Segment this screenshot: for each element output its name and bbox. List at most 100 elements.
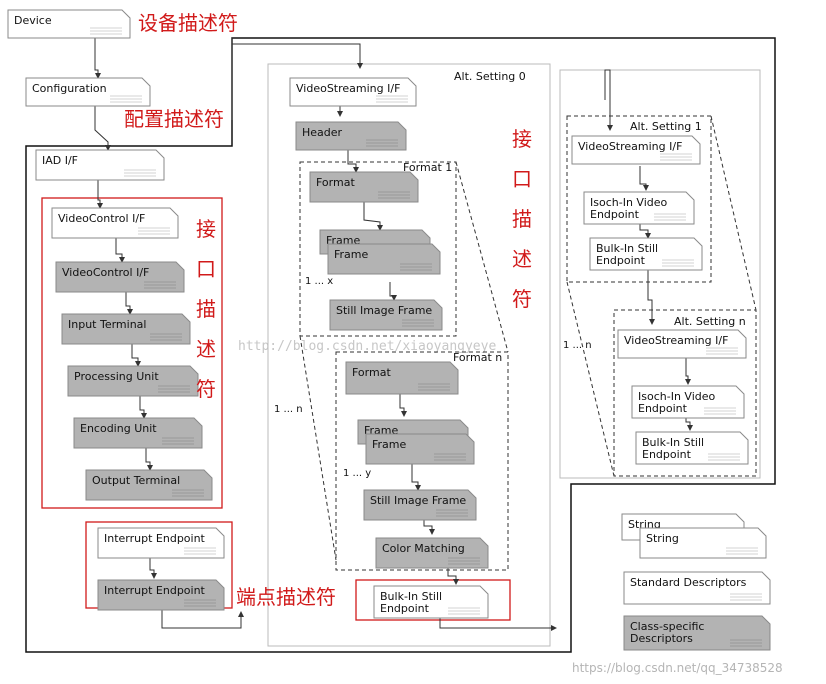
box-shape: [85, 469, 213, 501]
left-interface-char: 描: [196, 297, 216, 321]
alt-setting-1-label: Alt. Setting 1: [630, 120, 702, 133]
box-iad: IAD I/F: [35, 149, 165, 181]
alt-dash-link-right: [710, 115, 757, 311]
box-shape: [309, 171, 419, 203]
box-input-terminal: Input Terminal: [61, 313, 191, 345]
box-int-ep-std: Interrupt Endpoint: [97, 527, 225, 559]
box-label: VideoStreaming I/F: [578, 140, 682, 153]
box-label: Output Terminal: [92, 474, 180, 487]
box-label: VideoStreaming I/F: [624, 334, 728, 347]
box-label: Class-specific: [630, 620, 704, 633]
box-vs0-std: VideoStreaming I/F: [289, 77, 417, 107]
box-shape: [327, 243, 441, 275]
box-label: Isoch-In Video: [638, 390, 715, 403]
box-vc-std: VideoControl I/F: [51, 207, 179, 239]
box-label: Bulk-In Still: [596, 242, 658, 255]
box-shape: [373, 585, 489, 619]
box-shape: [55, 261, 185, 293]
box-label: Input Terminal: [68, 318, 146, 331]
box-label: Descriptors: [630, 632, 693, 645]
multiplicity-n-right: 1 ... n: [563, 340, 592, 351]
format-n-label: Format n: [453, 351, 502, 364]
box-label: VideoControl I/F: [62, 266, 149, 279]
left-interface-char: 符: [196, 377, 216, 401]
box-f1-frame-front: Frame: [327, 243, 441, 275]
box-legend-string-front: String: [639, 527, 767, 559]
connectors: [94, 36, 693, 631]
box-f1-format: Format: [309, 171, 419, 203]
watermark-corner: https://blog.csdn.net/qq_34738528: [572, 661, 783, 675]
mid-interface-char: 符: [512, 287, 532, 311]
box-label: Standard Descriptors: [630, 576, 747, 589]
box-vs1-std: VideoStreaming I/F: [571, 135, 701, 165]
box-shape: [639, 527, 767, 559]
box-fn-still: Still Image Frame: [363, 489, 477, 521]
box-fn-color: Color Matching: [375, 537, 489, 569]
alt-setting-0-label: Alt. Setting 0: [454, 70, 526, 83]
format-1-label: Format 1: [403, 161, 452, 174]
box-f1-still: Still Image Frame: [329, 299, 443, 331]
box-shape: [61, 313, 191, 345]
multiplicity-x: 1 ... x: [305, 276, 333, 287]
box-processing-unit: Processing Unit: [67, 365, 199, 397]
box-label: IAD I/F: [42, 154, 78, 167]
box-shape: [635, 431, 749, 465]
left-interface-char: 接: [196, 217, 216, 241]
box-label: VideoStreaming I/F: [296, 82, 400, 95]
box-shape: [365, 433, 475, 465]
alt-settings-right-outline: [559, 69, 761, 479]
box-label: Still Image Frame: [370, 494, 466, 507]
annotation-configuration-descriptor: 配置描述符: [124, 107, 224, 131]
box-shape: [583, 191, 695, 225]
box-encoding-unit: Encoding Unit: [73, 417, 203, 449]
box-legend-standard: Standard Descriptors: [623, 571, 771, 605]
box-shape: [363, 489, 477, 521]
box-label: Frame: [372, 438, 407, 451]
box-shape: [623, 615, 771, 651]
mid-interface-char: 描: [512, 207, 532, 231]
format-dash-link-right: [455, 161, 509, 353]
bulk-ep-red-box: [355, 579, 511, 621]
box-fn-frame-front: Frame: [365, 433, 475, 465]
mid-interface-char: 接: [512, 127, 532, 151]
box-shape: [623, 571, 771, 605]
box-label: Endpoint: [638, 402, 688, 415]
box-label: String: [646, 532, 679, 545]
box-vc-cs: VideoControl I/F: [55, 261, 185, 293]
alt-setting-1-outline: [566, 115, 712, 283]
box-device: Device: [7, 9, 131, 39]
box-label: Interrupt Endpoint: [104, 584, 206, 597]
box-label: Endpoint: [596, 254, 646, 267]
box-label: Device: [14, 14, 52, 27]
box-shape: [35, 149, 165, 181]
box-label: Processing Unit: [74, 370, 159, 383]
box-label: Endpoint: [642, 448, 692, 461]
box-label: Endpoint: [380, 602, 430, 615]
alt-setting-0-outline: [267, 63, 551, 647]
box-label: Format: [316, 176, 355, 189]
box-label: Format: [352, 366, 391, 379]
mid-interface-char: 述: [512, 247, 532, 271]
box-label: Frame: [334, 248, 369, 261]
box-label: Encoding Unit: [80, 422, 157, 435]
format-dash-link-left: [299, 335, 337, 561]
box-shape: [97, 579, 225, 611]
box-label: VideoControl I/F: [58, 212, 145, 225]
box-label: Configuration: [32, 82, 107, 95]
box-label: Endpoint: [590, 208, 640, 221]
mid-interface-char: 口: [512, 167, 532, 191]
format-n-outline: [335, 351, 509, 571]
box-vsn-std: VideoStreaming I/F: [617, 329, 747, 359]
annotation-device-descriptor: 设备描述符: [138, 11, 238, 35]
box-label: Bulk-In Still: [380, 590, 442, 603]
